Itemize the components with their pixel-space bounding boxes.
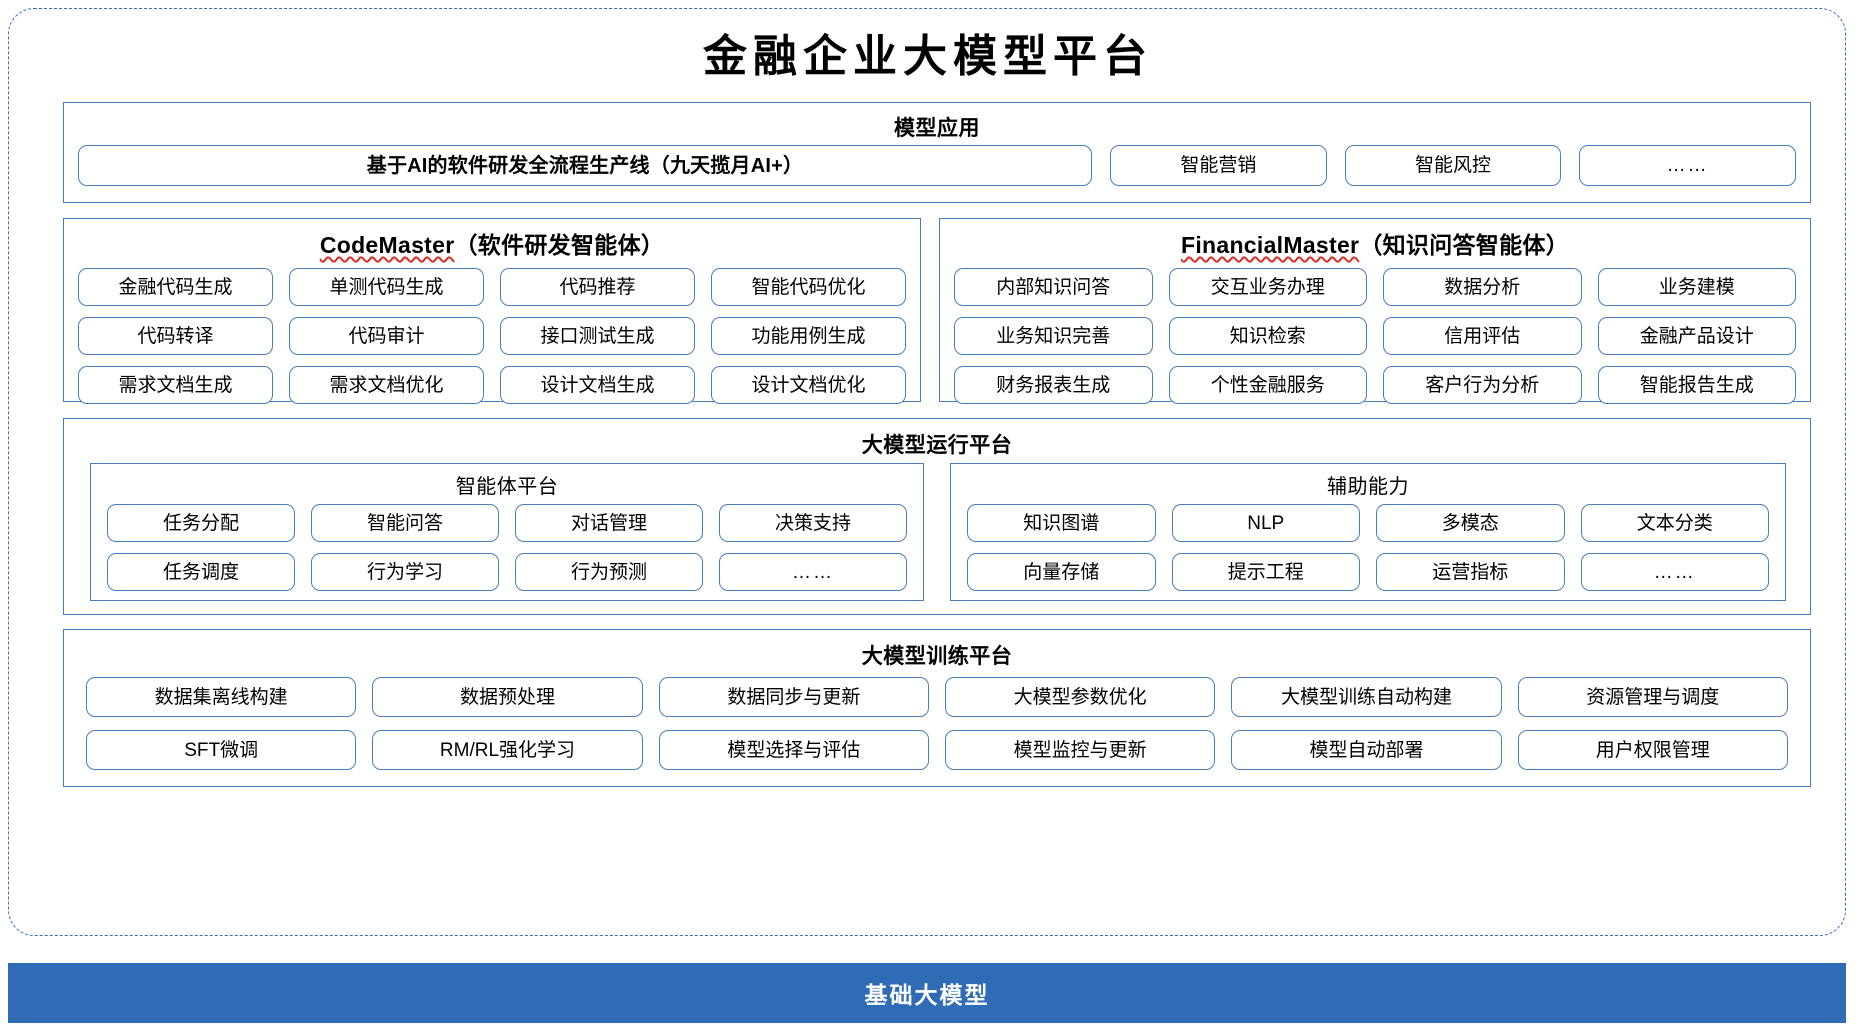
chip-knowledge-graph[interactable]: 知识图谱 [967, 504, 1156, 542]
section-title-financial-master: FinancialMaster（知识问答智能体） [940, 226, 1810, 260]
financial-master-row-2: 业务知识完善 知识检索 信用评估 金融产品设计 [954, 317, 1796, 355]
agent-platform-grid: 任务分配 智能问答 对话管理 决策支持 任务调度 行为学习 行为预测 …… [107, 504, 907, 591]
chip-user-permission-management[interactable]: 用户权限管理 [1517, 730, 1788, 770]
code-master-row-3: 需求文档生成 需求文档优化 设计文档生成 设计文档优化 [78, 366, 906, 404]
financial-master-row-1: 内部知识问答 交互业务办理 数据分析 业务建模 [954, 268, 1796, 306]
chip-api-test-gen[interactable]: 接口测试生成 [500, 317, 695, 355]
chip-text-classification[interactable]: 文本分类 [1580, 504, 1769, 542]
code-master-name: CodeMaster [319, 232, 455, 258]
chip-training-auto-build[interactable]: 大模型训练自动构建 [1231, 677, 1502, 717]
chip-ai-sdlc-pipeline[interactable]: 基于AI的软件研发全流程生产线（九天揽月AI+） [78, 145, 1092, 186]
chip-code-audit[interactable]: 代码审计 [289, 317, 484, 355]
chip-nlp[interactable]: NLP [1171, 504, 1360, 542]
section-financial-master: FinancialMaster（知识问答智能体） 内部知识问答 交互业务办理 数… [939, 218, 1811, 404]
chip-task-scheduling[interactable]: 任务调度 [107, 553, 295, 591]
chip-behavior-learning[interactable]: 行为学习 [311, 553, 499, 591]
financial-master-name: FinancialMaster [1180, 232, 1360, 258]
chip-business-modeling[interactable]: 业务建模 [1597, 268, 1796, 306]
agent-platform-row-1: 任务分配 智能问答 对话管理 决策支持 [107, 504, 907, 542]
chip-model-selection-eval[interactable]: 模型选择与评估 [658, 730, 929, 770]
chip-sft-finetune[interactable]: SFT微调 [86, 730, 357, 770]
financial-master-grid: 内部知识问答 交互业务办理 数据分析 业务建模 业务知识完善 知识检索 信用评估… [954, 268, 1796, 404]
chip-business-knowledge-improve[interactable]: 业务知识完善 [954, 317, 1153, 355]
chip-dialog-management[interactable]: 对话管理 [515, 504, 703, 542]
chip-financial-code-gen[interactable]: 金融代码生成 [78, 268, 273, 306]
subsection-auxiliary-capabilities: 辅助能力 知识图谱 NLP 多模态 文本分类 向量存储 提示工程 运营指标 …… [950, 463, 1786, 601]
chip-knowledge-retrieval[interactable]: 知识检索 [1168, 317, 1367, 355]
chip-design-doc-optimize[interactable]: 设计文档优化 [711, 366, 906, 404]
chip-data-sync-update[interactable]: 数据同步与更新 [658, 677, 929, 717]
chip-agent-platform-more[interactable]: …… [719, 553, 907, 591]
chip-operation-metrics[interactable]: 运营指标 [1376, 553, 1565, 591]
chip-requirement-doc-gen[interactable]: 需求文档生成 [78, 366, 273, 404]
section-title-model-application: 模型应用 [894, 117, 980, 140]
chip-resource-management[interactable]: 资源管理与调度 [1517, 677, 1788, 717]
chip-code-transpile[interactable]: 代码转译 [78, 317, 273, 355]
page-title: 金融企业大模型平台 [703, 32, 1153, 81]
chip-customer-behavior-analysis[interactable]: 客户行为分析 [1383, 366, 1582, 404]
section-training-platform: 大模型训练平台 数据集离线构建 数据预处理 数据同步与更新 大模型参数优化 大模… [63, 629, 1811, 787]
chip-model-auto-deploy[interactable]: 模型自动部署 [1231, 730, 1502, 770]
chip-smart-risk-control[interactable]: 智能风控 [1344, 145, 1562, 186]
chip-design-doc-gen[interactable]: 设计文档生成 [500, 366, 695, 404]
auxiliary-row-1: 知识图谱 NLP 多模态 文本分类 [967, 504, 1769, 542]
chip-smart-report-gen[interactable]: 智能报告生成 [1597, 366, 1796, 404]
subsection-title-agent-platform: 智能体平台 [455, 476, 559, 498]
chip-data-preprocessing[interactable]: 数据预处理 [372, 677, 643, 717]
chip-credit-assessment[interactable]: 信用评估 [1383, 317, 1582, 355]
diagram-outer-frame: 金融企业大模型平台 模型应用 基于AI的软件研发全流程生产线（九天揽月AI+） … [8, 8, 1846, 936]
chip-task-allocation[interactable]: 任务分配 [107, 504, 295, 542]
chip-behavior-prediction[interactable]: 行为预测 [515, 553, 703, 591]
chip-auxiliary-more[interactable]: …… [1580, 553, 1769, 591]
chip-model-monitor-update[interactable]: 模型监控与更新 [944, 730, 1216, 770]
financial-master-row-3: 财务报表生成 个性金融服务 客户行为分析 智能报告生成 [954, 366, 1796, 404]
chip-prompt-engineering[interactable]: 提示工程 [1171, 553, 1360, 591]
section-model-application: 模型应用 基于AI的软件研发全流程生产线（九天揽月AI+） 智能营销 智能风控 … [63, 102, 1811, 203]
code-master-row-2: 代码转译 代码审计 接口测试生成 功能用例生成 [78, 317, 906, 355]
chip-rm-rl-learning[interactable]: RM/RL强化学习 [372, 730, 643, 770]
code-master-suffix: （软件研发智能体） [454, 232, 665, 258]
financial-master-suffix: （知识问答智能体） [1359, 232, 1570, 258]
chip-functional-case-gen[interactable]: 功能用例生成 [711, 317, 906, 355]
chip-unit-test-code-gen[interactable]: 单测代码生成 [289, 268, 484, 306]
section-title-training-platform: 大模型训练平台 [861, 645, 1013, 668]
chip-smart-code-optimize[interactable]: 智能代码优化 [711, 268, 906, 306]
chip-model-param-optimize[interactable]: 大模型参数优化 [944, 677, 1216, 717]
chip-application-more[interactable]: …… [1579, 145, 1797, 186]
chip-data-analysis[interactable]: 数据分析 [1383, 268, 1582, 306]
chip-decision-support[interactable]: 决策支持 [719, 504, 907, 542]
chip-vector-store[interactable]: 向量存储 [967, 553, 1156, 591]
subsection-agent-platform: 智能体平台 任务分配 智能问答 对话管理 决策支持 任务调度 行为学习 行为预测… [90, 463, 924, 601]
chip-multimodal[interactable]: 多模态 [1376, 504, 1565, 542]
subsection-title-auxiliary-capabilities: 辅助能力 [1327, 476, 1409, 498]
auxiliary-row-2: 向量存储 提示工程 运营指标 …… [967, 553, 1769, 591]
chip-dataset-offline-build[interactable]: 数据集离线构建 [86, 677, 357, 717]
chip-smart-marketing[interactable]: 智能营销 [1110, 145, 1327, 186]
code-master-grid: 金融代码生成 单测代码生成 代码推荐 智能代码优化 代码转译 代码审计 接口测试… [78, 268, 906, 404]
model-application-chip-row: 基于AI的软件研发全流程生产线（九天揽月AI+） 智能营销 智能风控 …… [78, 145, 1797, 186]
chip-financial-product-design[interactable]: 金融产品设计 [1597, 317, 1796, 355]
training-platform-grid: 数据集离线构建 数据预处理 数据同步与更新 大模型参数优化 大模型训练自动构建 … [86, 677, 1788, 770]
training-row-1: 数据集离线构建 数据预处理 数据同步与更新 大模型参数优化 大模型训练自动构建 … [86, 677, 1788, 717]
chip-requirement-doc-optimize[interactable]: 需求文档优化 [289, 366, 484, 404]
code-master-row-1: 金融代码生成 单测代码生成 代码推荐 智能代码优化 [78, 268, 906, 306]
chip-interactive-business[interactable]: 交互业务办理 [1168, 268, 1367, 306]
chip-internal-knowledge-qa[interactable]: 内部知识问答 [954, 268, 1153, 306]
chip-smart-qa[interactable]: 智能问答 [311, 504, 499, 542]
agent-platform-row-2: 任务调度 行为学习 行为预测 …… [107, 553, 907, 591]
chip-code-recommend[interactable]: 代码推荐 [500, 268, 695, 306]
auxiliary-grid: 知识图谱 NLP 多模态 文本分类 向量存储 提示工程 运营指标 …… [967, 504, 1769, 591]
section-runtime-platform: 大模型运行平台 智能体平台 任务分配 智能问答 对话管理 决策支持 任务调度 行… [63, 418, 1811, 615]
base-model-bar: 基础大模型 [8, 963, 1846, 1023]
chip-financial-report-gen[interactable]: 财务报表生成 [954, 366, 1153, 404]
section-title-runtime-platform: 大模型运行平台 [861, 434, 1013, 457]
section-title-code-master: CodeMaster（软件研发智能体） [64, 226, 920, 260]
training-row-2: SFT微调 RM/RL强化学习 模型选择与评估 模型监控与更新 模型自动部署 用… [86, 730, 1788, 770]
section-code-master: CodeMaster（软件研发智能体） 金融代码生成 单测代码生成 代码推荐 智… [63, 218, 921, 404]
chip-personalized-finance[interactable]: 个性金融服务 [1168, 366, 1367, 404]
